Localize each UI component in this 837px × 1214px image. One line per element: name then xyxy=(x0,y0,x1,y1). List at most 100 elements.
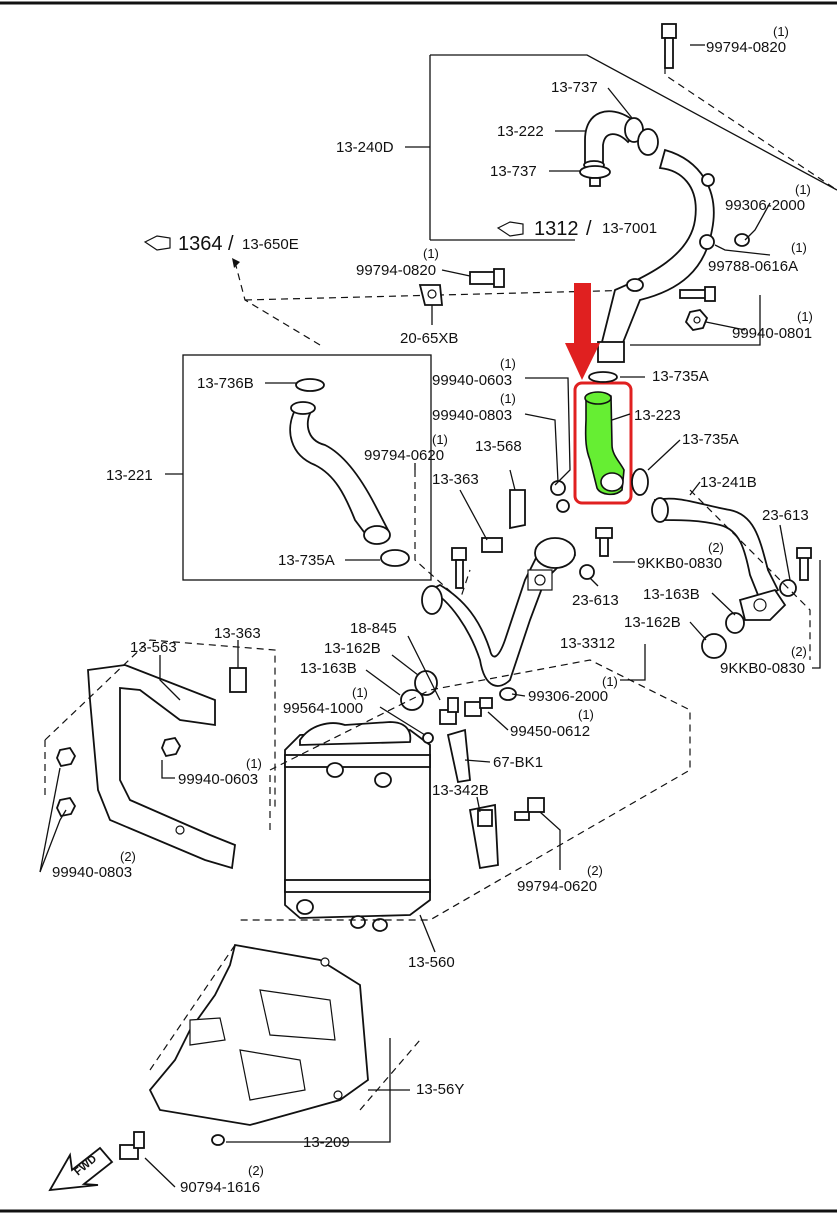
ref-1312-sep: / xyxy=(586,218,592,240)
label-90794-1616-qty: (2) xyxy=(248,1163,264,1178)
bolt-99794-0620-mid xyxy=(451,547,467,589)
bolt-99450-0612 xyxy=(464,697,493,717)
highlight-arrow xyxy=(565,283,600,380)
label-90794-1616: 90794-1616 xyxy=(180,1179,260,1196)
sensor-18-845 xyxy=(439,697,459,725)
label-13-735A-a: 13-735A xyxy=(652,368,709,385)
bolt-9KKB0-0830-a xyxy=(595,527,613,557)
label-99306-2000-top-qty: (1) xyxy=(795,182,811,197)
bracket-20-65XB xyxy=(418,284,443,306)
label-13-363-a: 13-363 xyxy=(432,471,479,488)
label-13-241B: 13-241B xyxy=(700,474,757,491)
gasket-13-163B-a xyxy=(725,612,745,634)
pipe-13-222 xyxy=(583,110,644,170)
leader-lines xyxy=(39,87,821,1188)
clamp-13-736B xyxy=(295,378,325,392)
nut-99940-0801 xyxy=(684,309,709,331)
bolt-99788-0616A xyxy=(679,286,716,302)
bracket-67-BK1 xyxy=(446,728,471,784)
clamp-13-737-a xyxy=(637,128,659,156)
ref-1364: 1364 / 13-650E xyxy=(143,233,299,255)
label-99940-0801: 99940-0801 xyxy=(732,325,812,342)
label-9KKB0-0830-a: 9KKB0-0830 xyxy=(637,555,722,572)
label-99940-0603-low: 99940-0603 xyxy=(178,771,258,788)
ref-1312: 1312 / 13-7001 xyxy=(496,218,657,240)
label-23-613-a: 23-613 xyxy=(762,507,809,524)
label-99940-0603-top-qty: (1) xyxy=(500,356,516,371)
label-13-162B-b: 13-162B xyxy=(324,640,381,657)
label-99940-0803-low: 99940-0803 xyxy=(52,864,132,881)
label-9KKB0-0830-b-qty: (2) xyxy=(791,644,807,659)
label-9KKB0-0830-a-qty: (2) xyxy=(708,540,724,555)
label-99940-0603-top: 99940-0603 xyxy=(432,372,512,389)
label-13-3312: 13-3312 xyxy=(560,635,615,652)
pipe-13-241B xyxy=(651,497,787,621)
label-99794-0820-mid: 99794-0820 xyxy=(356,262,436,279)
label-13-209: 13-209 xyxy=(303,1134,350,1151)
ref-1312-code: 13-7001 xyxy=(602,220,657,237)
label-99306-2000-low-qty: (1) xyxy=(602,674,618,689)
bracket-13-342B xyxy=(468,803,499,870)
label-99788-0616A: 99788-0616A xyxy=(708,258,798,275)
ref-1364-code: 13-650E xyxy=(242,236,299,253)
fwd-arrow: FWD xyxy=(48,1146,114,1192)
label-99794-0620-mid: 99794-0620 xyxy=(364,447,444,464)
label-13-735A-b: 13-735A xyxy=(682,431,739,448)
bracket-13-568 xyxy=(509,480,570,530)
label-99450-0612-qty: (1) xyxy=(578,707,594,722)
label-13-223: 13-223 xyxy=(634,407,681,424)
label-99564-1000-qty: (1) xyxy=(352,685,368,700)
bushing-13-363-b xyxy=(229,667,247,693)
label-99794-0620-mid-qty: (1) xyxy=(432,432,448,447)
label-13-736B: 13-736B xyxy=(197,375,254,392)
label-13-735A-c: 13-735A xyxy=(278,552,335,569)
label-13-568: 13-568 xyxy=(475,438,522,455)
hose-13-221 xyxy=(289,401,391,545)
bolt-99794-0620-low xyxy=(514,797,545,821)
label-13-222: 13-222 xyxy=(497,123,544,140)
oring-13-162B-a xyxy=(701,633,727,659)
label-13-163B-a: 13-163B xyxy=(643,586,700,603)
label-99306-2000-top: 99306-2000 xyxy=(725,197,805,214)
hose-13-223 xyxy=(584,391,625,496)
bolt-90794-1616 xyxy=(119,1131,145,1160)
shield-13-56Y xyxy=(148,943,369,1126)
label-13-56Y: 13-56Y xyxy=(416,1081,464,1098)
gasket-13-163B-b xyxy=(400,689,424,711)
label-99450-0612: 99450-0612 xyxy=(510,723,590,740)
label-99564-1000: 99564-1000 xyxy=(283,700,363,717)
clip-13-209 xyxy=(211,1134,225,1146)
label-99940-0801-qty: (1) xyxy=(797,309,813,324)
label-13-363-b: 13-363 xyxy=(214,625,261,642)
label-99794-0820-top-qty: (1) xyxy=(773,24,789,39)
label-99306-2000-low: 99306-2000 xyxy=(528,688,608,705)
clamp-13-735A-b xyxy=(631,468,649,496)
label-13-737-b: 13-737 xyxy=(490,163,537,180)
ref-1364-page: 1364 xyxy=(178,233,223,255)
label-99940-0803-mid: 99940-0803 xyxy=(432,407,512,424)
label-13-737-a: 13-737 xyxy=(551,79,598,96)
pipe-upper-right xyxy=(597,148,715,363)
clamp-13-737-b xyxy=(579,165,611,187)
label-99794-0820-mid-qty: (1) xyxy=(423,246,439,261)
bushing-13-363-a xyxy=(481,537,503,553)
label-13-162B-a: 13-162B xyxy=(624,614,681,631)
bolt-99794-0820-top xyxy=(661,23,705,69)
label-99794-0620-low: 99794-0620 xyxy=(517,878,597,895)
label-9KKB0-0830-b: 9KKB0-0830 xyxy=(720,660,805,677)
label-13-563: 13-563 xyxy=(130,639,177,656)
label-23-613-b: 23-613 xyxy=(572,592,619,609)
label-18-845: 18-845 xyxy=(350,620,397,637)
label-13-163B-b: 13-163B xyxy=(300,660,357,677)
label-99940-0803-mid-qty: (1) xyxy=(500,391,516,406)
label-99794-0820-top: 99794-0820 xyxy=(706,39,786,56)
ref-1364-sep: / xyxy=(228,233,234,255)
label-13-240D: 13-240D xyxy=(336,139,394,156)
label-99940-0803-low-qty: (2) xyxy=(120,849,136,864)
bolt-9KKB0-0830-b xyxy=(796,547,812,581)
label-99794-0620-low-qty: (2) xyxy=(587,863,603,878)
pipe-13-3312 xyxy=(421,537,577,687)
label-13-342B: 13-342B xyxy=(432,782,489,799)
clamp-13-735A-a xyxy=(588,371,618,383)
